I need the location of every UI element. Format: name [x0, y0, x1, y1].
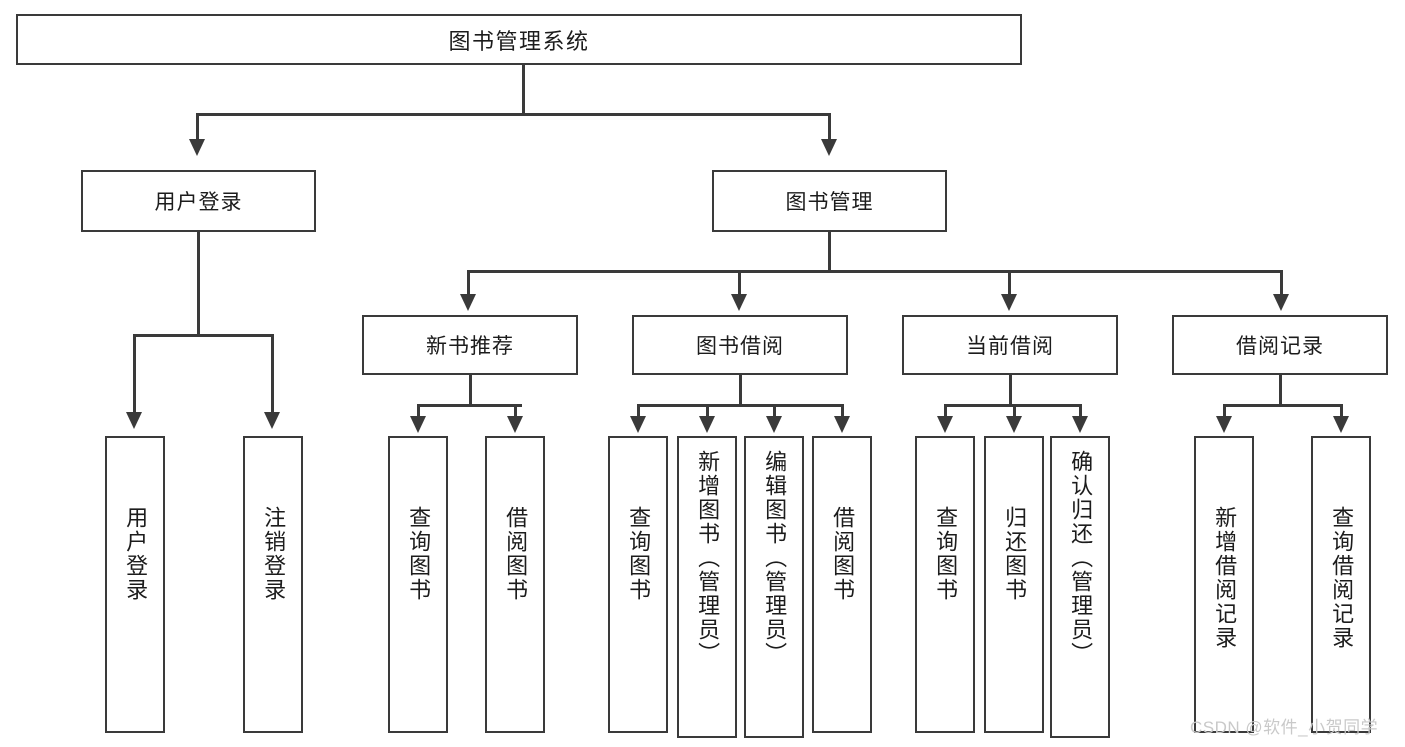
- node-label: 当前借阅: [966, 335, 1054, 358]
- connector-bm-to-book-borrow: [738, 270, 741, 296]
- node-leaf-query-book-2[interactable]: 查询图书: [608, 436, 668, 733]
- arrow-bb-to-leaf-2: [699, 416, 715, 433]
- arrow-bb-to-leaf-3: [766, 416, 782, 433]
- node-label: 借阅图书: [830, 506, 856, 602]
- connector-nbr-stem: [469, 375, 472, 406]
- node-label: 新增借阅记录: [1212, 506, 1238, 650]
- node-leaf-query-book-1[interactable]: 查询图书: [388, 436, 448, 733]
- arrow-root-to-user-login: [189, 139, 205, 156]
- connector-cb-bus: [944, 404, 1081, 407]
- node-leaf-confirm-return[interactable]: 确认归还（管理员）: [1050, 436, 1110, 738]
- connector-book-management-stem: [828, 232, 831, 272]
- arrow-nbr-to-leaf-2: [507, 416, 523, 433]
- arrow-bm-to-borrow-record: [1273, 294, 1289, 311]
- node-current-borrow[interactable]: 当前借阅: [902, 315, 1118, 375]
- node-leaf-add-book[interactable]: 新增图书（管理员）: [677, 436, 737, 738]
- node-label: 用户登录: [154, 191, 243, 214]
- arrow-bm-to-new-book-recommend: [460, 294, 476, 311]
- node-book-management[interactable]: 图书管理: [712, 170, 947, 232]
- node-leaf-logout-login[interactable]: 注销登录: [243, 436, 303, 733]
- connector-bb-stem: [739, 375, 742, 406]
- arrow-bm-to-book-borrow: [731, 294, 747, 311]
- connector-nbr-to-leaf-1: [417, 404, 420, 418]
- connector-bb-to-leaf-2: [706, 404, 709, 418]
- node-leaf-borrow-book-2[interactable]: 借阅图书: [812, 436, 872, 733]
- node-label: 新增图书（管理员）: [695, 450, 721, 666]
- connector-bb-bus: [637, 404, 843, 407]
- connector-book-management-bus: [467, 270, 1283, 273]
- node-book-borrow[interactable]: 图书借阅: [632, 315, 848, 375]
- connector-bm-to-borrow-record: [1280, 270, 1283, 296]
- node-root-book-management-system[interactable]: 图书管理系统: [16, 14, 1022, 65]
- node-label: 图书管理系统: [448, 28, 590, 54]
- connector-bb-to-leaf-1: [637, 404, 640, 418]
- connector-user-login-stem: [197, 232, 200, 334]
- connector-bb-to-leaf-4: [841, 404, 844, 418]
- connector-bm-to-new-book-recommend: [467, 270, 470, 296]
- node-label: 确认归还（管理员）: [1068, 450, 1094, 666]
- connector-cb-to-leaf-3: [1079, 404, 1082, 418]
- arrow-cb-to-leaf-1: [937, 416, 953, 433]
- connector-root-to-user-login: [196, 113, 199, 141]
- node-label: 新书推荐: [426, 335, 514, 358]
- node-leaf-user-login[interactable]: 用户登录: [105, 436, 165, 733]
- connector-root-to-book-management: [828, 113, 831, 141]
- node-leaf-query-record[interactable]: 查询借阅记录: [1311, 436, 1371, 733]
- node-leaf-edit-book[interactable]: 编辑图书（管理员）: [744, 436, 804, 738]
- arrow-cb-to-leaf-3: [1072, 416, 1088, 433]
- connector-nbr-to-leaf-2: [514, 404, 517, 418]
- node-label: 图书借阅: [696, 335, 784, 358]
- arrow-user-login-to-leaf-2: [264, 412, 280, 429]
- connector-br-bus: [1223, 404, 1341, 407]
- connector-cb-to-leaf-1: [944, 404, 947, 418]
- node-label: 借阅记录: [1236, 335, 1324, 358]
- connector-cb-to-leaf-2: [1013, 404, 1016, 418]
- arrow-root-to-book-management: [821, 139, 837, 156]
- connector-user-login-to-leaf-1: [133, 334, 136, 414]
- arrow-bb-to-leaf-4: [834, 416, 850, 433]
- arrow-br-to-leaf-2: [1333, 416, 1349, 433]
- node-borrow-record[interactable]: 借阅记录: [1172, 315, 1388, 375]
- arrow-cb-to-leaf-2: [1006, 416, 1022, 433]
- node-label: 注销登录: [261, 506, 287, 602]
- connector-user-login-bus: [133, 334, 271, 337]
- node-label: 查询图书: [626, 506, 652, 602]
- connector-br-stem: [1279, 375, 1282, 406]
- node-leaf-return-book[interactable]: 归还图书: [984, 436, 1044, 733]
- arrow-nbr-to-leaf-1: [410, 416, 426, 433]
- node-label: 查询图书: [406, 506, 432, 602]
- node-label: 借阅图书: [503, 506, 529, 602]
- node-label: 查询图书: [933, 506, 959, 602]
- connector-root-bus: [196, 113, 830, 116]
- connector-bm-to-current-borrow: [1008, 270, 1011, 296]
- node-label: 图书管理: [785, 191, 874, 214]
- connector-nbr-bus: [417, 404, 522, 407]
- node-leaf-borrow-book-1[interactable]: 借阅图书: [485, 436, 545, 733]
- connector-root-stem: [522, 65, 525, 113]
- connector-bb-to-leaf-3: [773, 404, 776, 418]
- arrow-bb-to-leaf-1: [630, 416, 646, 433]
- node-new-book-recommend[interactable]: 新书推荐: [362, 315, 578, 375]
- node-label: 归还图书: [1002, 506, 1028, 602]
- node-leaf-query-book-3[interactable]: 查询图书: [915, 436, 975, 733]
- node-label: 用户登录: [123, 506, 149, 602]
- arrow-bm-to-current-borrow: [1001, 294, 1017, 311]
- node-leaf-add-record[interactable]: 新增借阅记录: [1194, 436, 1254, 733]
- connector-user-login-to-leaf-2: [271, 334, 274, 414]
- arrow-br-to-leaf-1: [1216, 416, 1232, 433]
- node-label: 查询借阅记录: [1329, 506, 1355, 650]
- connector-cb-stem: [1009, 375, 1012, 406]
- node-user-login[interactable]: 用户登录: [81, 170, 316, 232]
- node-label: 编辑图书（管理员）: [762, 450, 788, 666]
- connector-br-to-leaf-2: [1340, 404, 1343, 418]
- connector-br-to-leaf-1: [1223, 404, 1226, 418]
- csdn-watermark: CSDN @软件_小贺同学: [1190, 718, 1379, 737]
- arrow-user-login-to-leaf-1: [126, 412, 142, 429]
